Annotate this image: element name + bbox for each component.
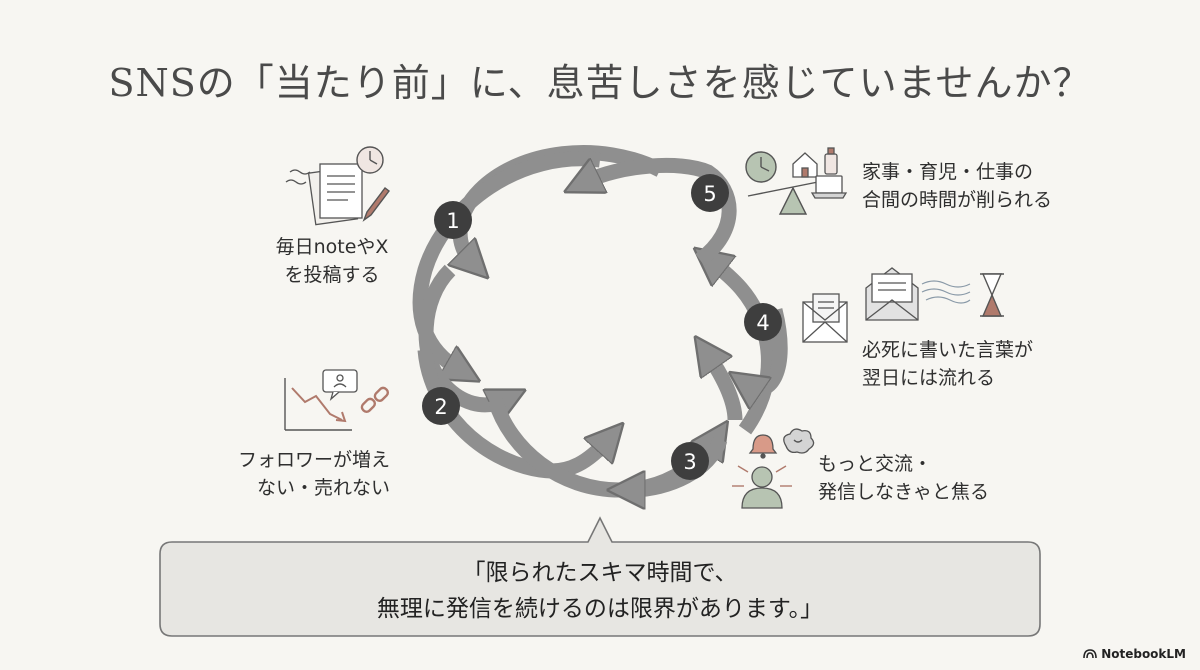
svg-text:1: 1: [446, 209, 459, 233]
hourglass-icon: [980, 273, 1004, 317]
clock-icon: [745, 151, 777, 183]
svg-text:3: 3: [683, 450, 696, 474]
chain-icon: [360, 386, 390, 414]
svg-text:2: 2: [434, 395, 447, 419]
chart-down-icon: [284, 378, 352, 431]
step-label-4: 必死に書いた言葉が 翌日には流れる: [862, 339, 1034, 389]
cycle-arrow: [585, 165, 737, 266]
step-label-3: もっと交流・ 発信しなきゃと焦る: [818, 453, 990, 503]
bell-icon: [748, 434, 778, 459]
brain-icon: [783, 428, 815, 454]
clock-icon: [356, 146, 384, 174]
notebook-logo-icon: [1083, 649, 1097, 659]
envelope-icon: [865, 267, 919, 321]
pen-icon: [362, 187, 390, 222]
step-badge-5: 5: [691, 174, 729, 212]
house-icon: [792, 152, 818, 178]
step-badge-4: 4: [744, 303, 782, 341]
document-icon: [285, 163, 363, 226]
comment-icon: [322, 369, 358, 401]
envelope-icon: [802, 293, 848, 343]
svg-text:4: 4: [756, 311, 769, 335]
radiate-arrows: [732, 465, 792, 487]
wind-lines: [921, 280, 971, 304]
step-badge-1: 1: [434, 201, 472, 239]
baby-bottle-icon: [824, 147, 838, 175]
brand-logo: NotebookLM: [1083, 647, 1186, 661]
step-badge-2: 2: [422, 387, 460, 425]
step-badge-3: 3: [671, 442, 709, 480]
svg-text:5: 5: [703, 182, 716, 206]
step-label-1: 毎日noteやX を投稿する: [275, 236, 389, 286]
step-label-5: 家事・育児・仕事の 合間の時間が削られる: [862, 161, 1053, 211]
step-label-2: フォロワーが増え ない・売れない: [237, 449, 390, 499]
quote-text: 「限られたスキマ時間で、 無理に発信を続けるのは限界があります。」: [376, 560, 824, 622]
person-icon: [741, 466, 783, 509]
laptop-icon: [810, 175, 848, 199]
page-title: SNSの「当たり前」に、息苦しさを感じていませんか？: [108, 61, 1092, 105]
